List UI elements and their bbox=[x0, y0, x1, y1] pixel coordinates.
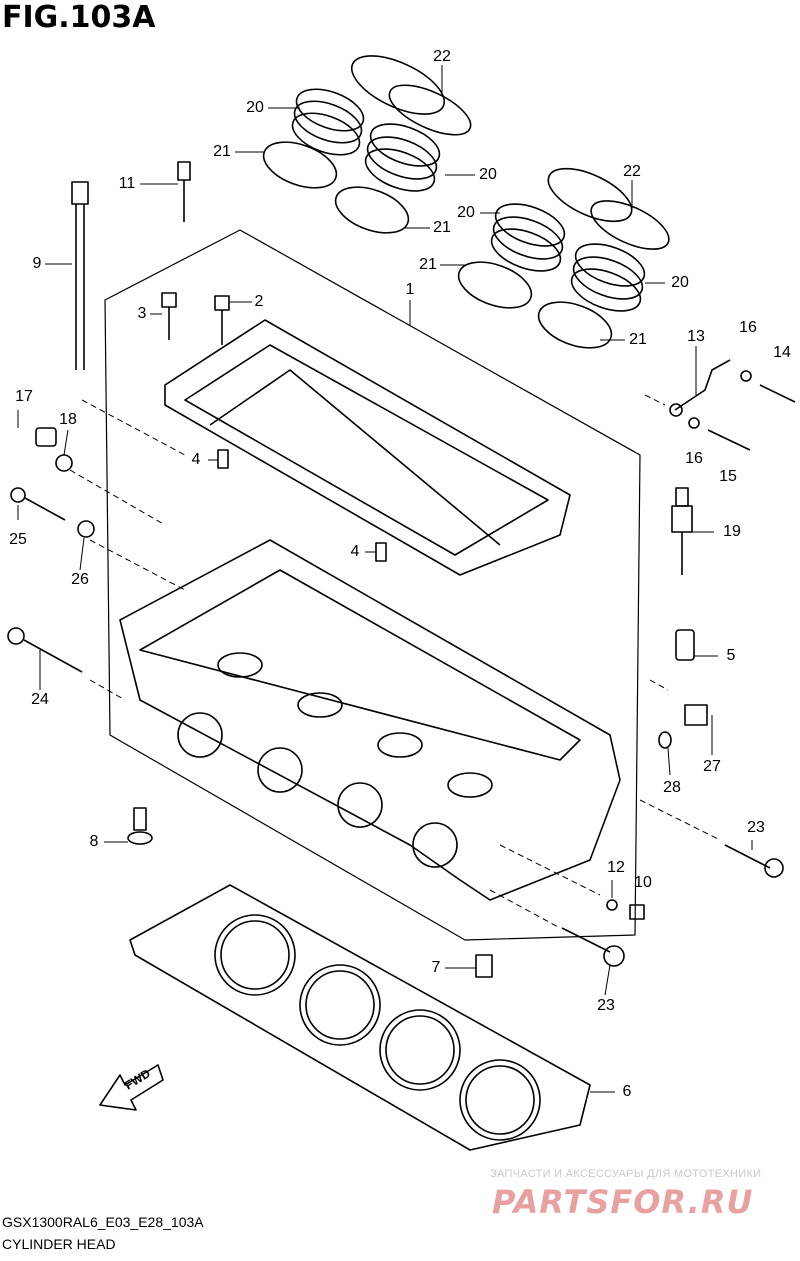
callout-9: 9 bbox=[32, 255, 42, 272]
callout-4: 4 bbox=[191, 451, 201, 468]
callout-15: 15 bbox=[719, 468, 737, 485]
callout-1: 1 bbox=[405, 281, 415, 298]
figure-code: GSX1300RAL6_E03_E28_103A bbox=[2, 1214, 204, 1230]
callout-18: 18 bbox=[59, 411, 77, 428]
head-gasket bbox=[129, 884, 591, 1151]
callout-27: 27 bbox=[703, 758, 721, 775]
callout-16: 16 bbox=[685, 450, 703, 467]
watermark-logo: PARTSFOR.RU bbox=[492, 1183, 753, 1221]
callout-20: 20 bbox=[479, 166, 497, 183]
callout-2: 2 bbox=[254, 293, 264, 310]
callout-21: 21 bbox=[419, 256, 437, 273]
callout-11: 11 bbox=[118, 175, 136, 192]
callout-6: 6 bbox=[622, 1083, 632, 1100]
watermark-logo-text: PARTSFOR.RU bbox=[492, 1183, 753, 1221]
callout-20: 20 bbox=[671, 274, 689, 291]
callout-3: 3 bbox=[137, 305, 147, 322]
long-bolts bbox=[71, 161, 191, 370]
callout-5: 5 bbox=[726, 647, 736, 664]
callout-25: 25 bbox=[9, 531, 27, 548]
callout-17: 17 bbox=[15, 388, 33, 405]
callout-23: 23 bbox=[747, 819, 765, 836]
watermark-tagline: ЗАПЧАСТИ И АКСЕССУАРЫ ДЛЯ МОТОТЕХНИКИ bbox=[490, 1168, 762, 1180]
callout-10: 10 bbox=[634, 874, 652, 891]
callout-26: 26 bbox=[71, 571, 89, 588]
cylinder-head bbox=[119, 539, 621, 901]
callout-23: 23 bbox=[597, 997, 615, 1014]
callout-20: 20 bbox=[457, 204, 475, 221]
callout-20: 20 bbox=[246, 99, 264, 116]
callout-13: 13 bbox=[687, 328, 705, 345]
callout-28: 28 bbox=[663, 779, 681, 796]
callout-21: 21 bbox=[433, 219, 451, 236]
callout-16: 16 bbox=[739, 319, 757, 336]
intake-pipe-group bbox=[262, 55, 670, 349]
callout-24: 24 bbox=[31, 691, 49, 708]
callout-14: 14 bbox=[773, 344, 791, 361]
callout-12: 12 bbox=[607, 859, 625, 876]
fwd-arrow bbox=[99, 1064, 164, 1111]
callout-4: 4 bbox=[350, 543, 360, 560]
callout-8: 8 bbox=[89, 833, 99, 850]
callout-21: 21 bbox=[213, 143, 231, 160]
callout-22: 22 bbox=[623, 163, 641, 180]
callout-19: 19 bbox=[723, 523, 741, 540]
callout-22: 22 bbox=[433, 48, 451, 65]
figure-caption: CYLINDER HEAD bbox=[2, 1236, 116, 1252]
cylinder-head-cover bbox=[164, 319, 571, 576]
reference-frame-box bbox=[104, 229, 641, 941]
callout-21: 21 bbox=[629, 331, 647, 348]
figure-title: FIG.103A bbox=[2, 0, 156, 35]
callout-7: 7 bbox=[431, 959, 441, 976]
